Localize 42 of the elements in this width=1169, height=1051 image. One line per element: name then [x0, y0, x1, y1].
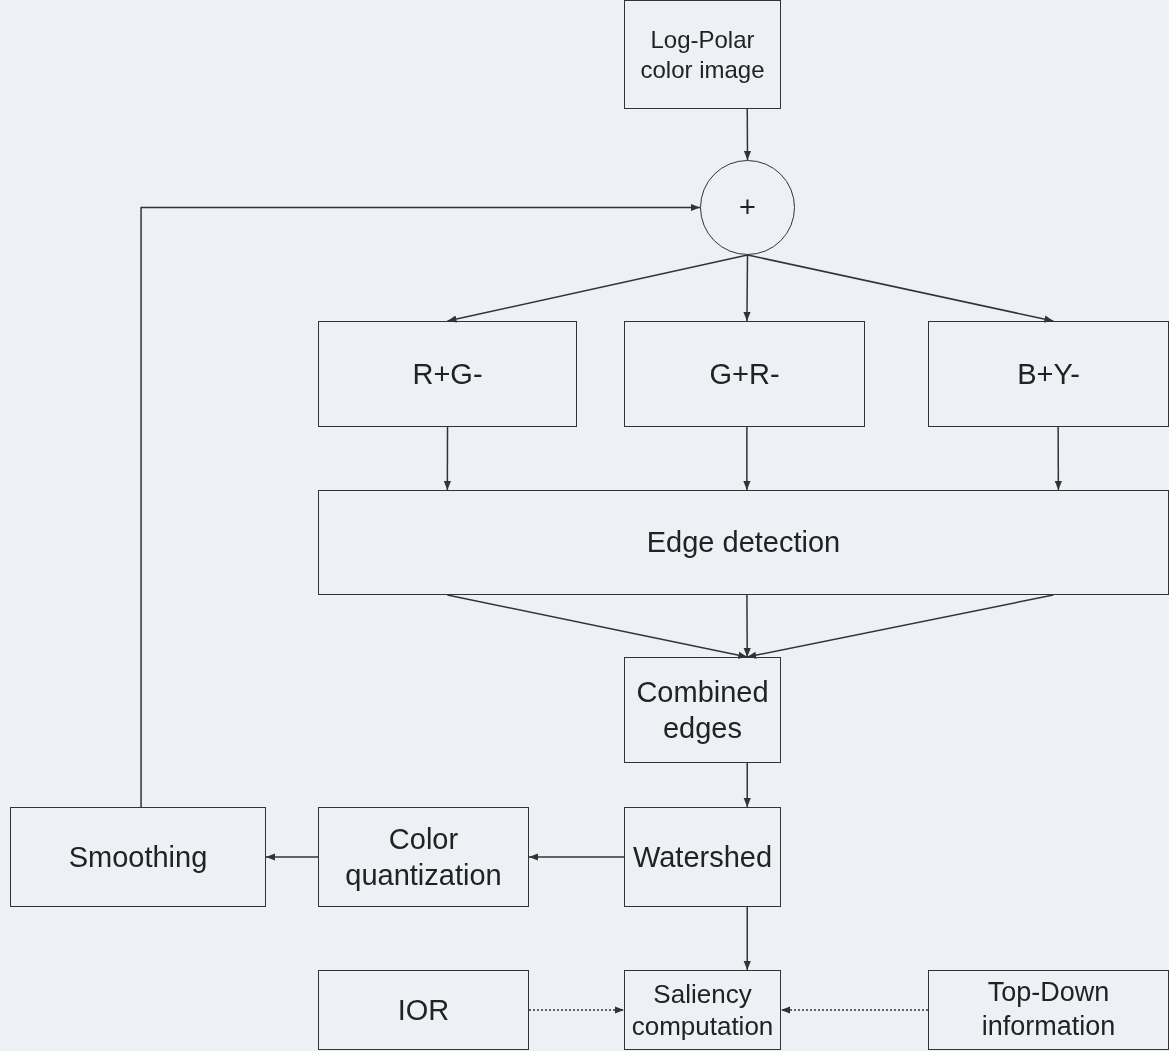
node-label: Top-Down information	[980, 976, 1117, 1043]
process-box	[624, 657, 781, 763]
arrow	[780, 1006, 929, 1014]
arrow	[743, 906, 751, 971]
arrow	[746, 254, 1055, 323]
arrow	[140, 203, 701, 808]
arrow	[743, 762, 751, 808]
process-box	[318, 490, 1169, 595]
node-label: Edge detection	[646, 525, 841, 561]
arrow	[443, 426, 451, 491]
node-label: R+G-	[412, 356, 483, 392]
arrow	[1054, 426, 1062, 491]
process-box	[10, 807, 266, 907]
node-label: Smoothing	[68, 839, 208, 875]
node-label: Color quantization	[344, 821, 503, 893]
input-box	[624, 0, 781, 109]
arrow	[743, 254, 751, 322]
process-box	[318, 807, 529, 907]
arrow	[746, 594, 1054, 659]
node-label: B+Y-	[1017, 356, 1080, 392]
process-box	[928, 970, 1169, 1050]
node-label: IOR	[397, 992, 450, 1028]
arrow	[528, 853, 625, 861]
arrow	[446, 594, 748, 659]
node-label: Combined edges	[635, 674, 770, 746]
process-box	[318, 970, 529, 1050]
process-box	[928, 321, 1169, 427]
node-label: +	[739, 190, 756, 226]
process-box	[624, 321, 865, 427]
arrow	[743, 594, 751, 658]
node-label: Saliency computation	[630, 977, 775, 1043]
node-label: Watershed	[632, 839, 773, 875]
arrow	[265, 853, 319, 861]
arrow	[446, 254, 749, 323]
process-box	[624, 807, 781, 907]
process-box	[624, 970, 781, 1050]
arrow	[743, 426, 751, 491]
node-label: G+R-	[709, 356, 780, 392]
process-box	[318, 321, 577, 427]
arrow	[743, 108, 752, 161]
node-label: Log-Polar color image	[639, 24, 766, 85]
arrow	[528, 1006, 625, 1014]
